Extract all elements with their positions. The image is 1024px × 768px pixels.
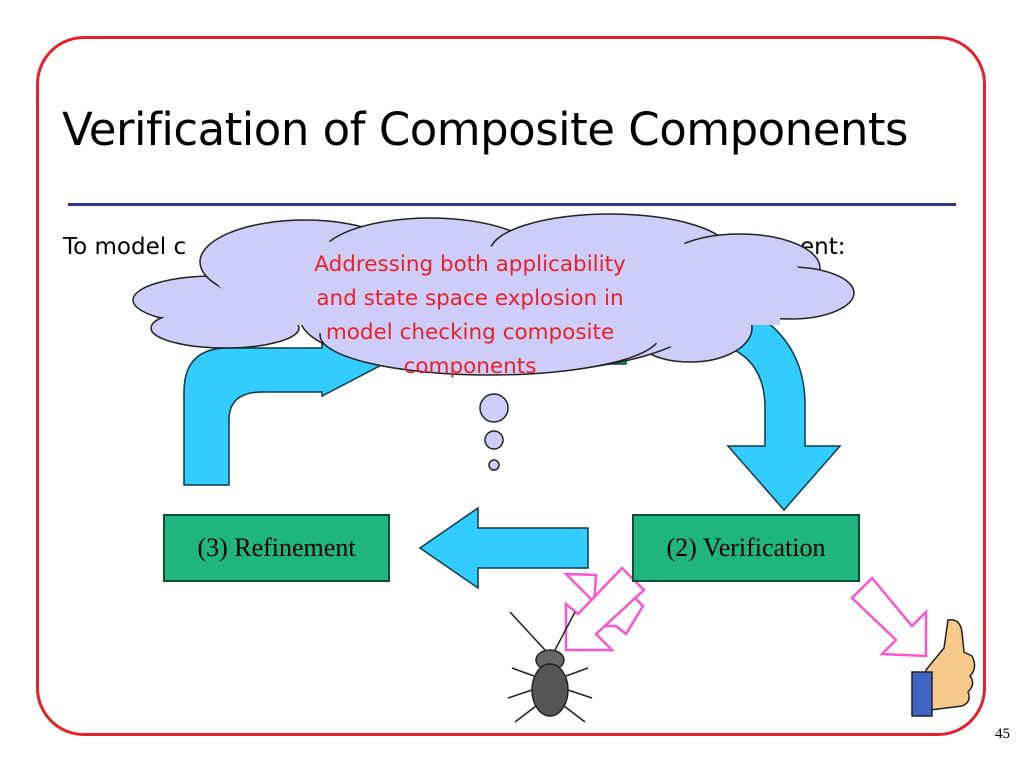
thought-bubble-large [479, 393, 509, 423]
slide-title: Verification of Composite Components [62, 103, 909, 156]
thought-bubble-medium [484, 430, 504, 450]
verification-box: (2) Verification [632, 514, 860, 582]
arrow-left-horizontal [418, 506, 589, 590]
cloud-callout-line: and state space explosion in [316, 286, 624, 311]
cloud-callout-line: Addressing both applicability [314, 252, 626, 277]
verification-box-label: (2) Verification [666, 533, 826, 562]
cloud-callout-fill [154, 236, 836, 362]
cloud-callout-line: components [403, 354, 537, 379]
thumbs-up-icon [911, 619, 976, 717]
cockroach-icon [507, 611, 593, 723]
cloud-callout-text: Addressing both applicability and state … [250, 248, 690, 384]
outline-arrow-to-bug-body [564, 566, 646, 652]
cloud-callout-line: model checking composite [325, 320, 615, 345]
curved-arrow-right [726, 298, 842, 512]
thought-bubble-small [488, 459, 500, 471]
slide-frame [36, 36, 986, 736]
page-number: 45 [995, 726, 1010, 742]
refinement-box: (3) Refinement [163, 514, 390, 582]
outline-arrow-to-thumb [850, 576, 928, 658]
bullet-text-left: To model c [63, 234, 187, 260]
refinement-box-label: (3) Refinement [197, 533, 356, 562]
title-underline [68, 203, 956, 206]
